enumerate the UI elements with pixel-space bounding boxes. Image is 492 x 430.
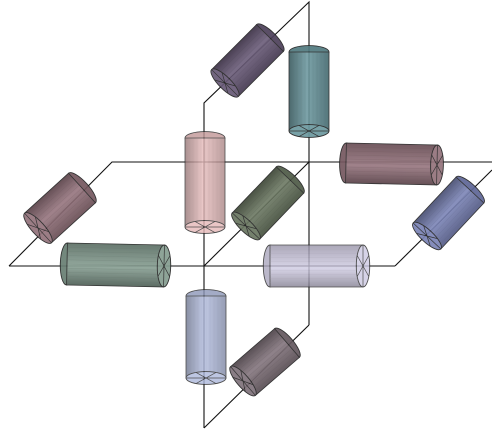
cylinder-top-back-right [289, 46, 329, 138]
cylinder-front-right [263, 245, 369, 287]
cylinder-bottom-front [186, 290, 226, 385]
cylinder-center-upper [185, 132, 225, 234]
cylinder-right-back [339, 143, 444, 185]
cylinder-front-left [60, 243, 171, 287]
cylinder-left [20, 169, 100, 247]
cylinders-group [20, 20, 488, 399]
cylinder-bottom-right [226, 325, 304, 400]
